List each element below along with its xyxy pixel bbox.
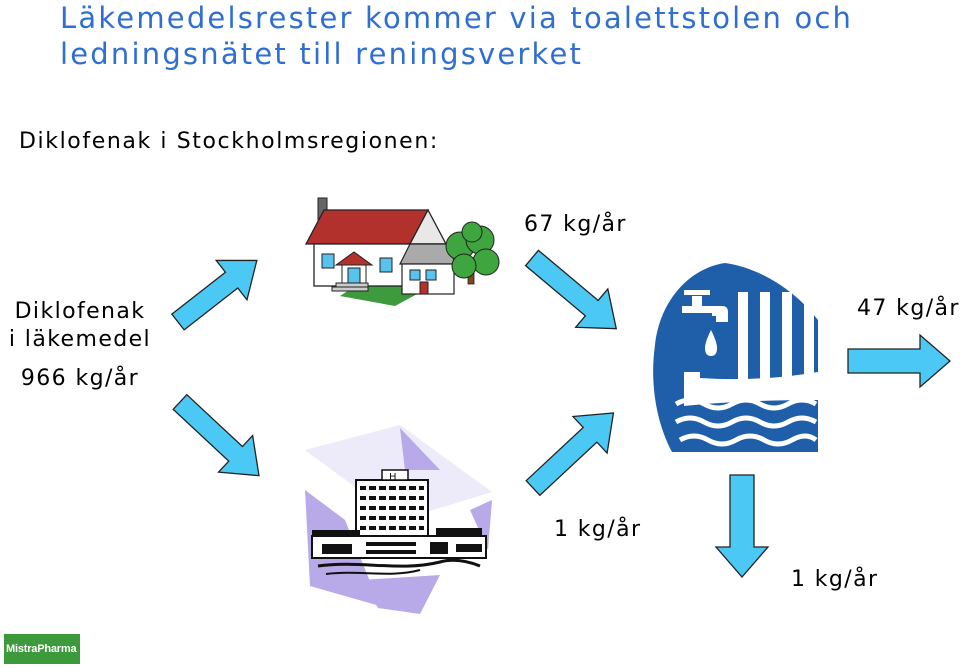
source-label-line-1: Diklofenak [14, 299, 146, 324]
svg-text:H: H [389, 472, 397, 483]
flow-label-sludge: 1 kg/år [791, 567, 879, 592]
house-icon [304, 197, 500, 306]
arrow-source-to-households [170, 259, 258, 331]
source-amount: 966 kg/år [20, 366, 140, 391]
flow-label-water: 47 kg/år [857, 296, 960, 321]
page-title: Läkemedelsrester kommer via toalettstole… [60, 0, 853, 72]
arrow-households-to-plant [524, 249, 618, 330]
arrow-plant-to-sludge [714, 474, 770, 578]
source-label: Diklofenak i läkemedel 966 kg/år [0, 298, 160, 393]
logo-part-1: Mistra [6, 643, 38, 655]
title-line-1: Läkemedelsrester kommer via toalettstole… [60, 1, 854, 35]
logo-part-2: Pharma [37, 643, 77, 655]
arrow-source-to-hospital [172, 393, 260, 477]
flow-label-hospital: 1 kg/år [554, 517, 642, 542]
flow-label-households: 67 kg/år [524, 212, 627, 237]
subtitle: Diklofenak i Stockholmsregionen: [19, 129, 439, 154]
arrow-hospital-to-plant [525, 412, 615, 497]
mistrapharma-logo: MistraPharma [4, 634, 80, 664]
arrow-plant-to-water [847, 333, 951, 389]
source-label-line-2: i läkemedel [8, 327, 152, 352]
hospital-icon: H [305, 425, 492, 614]
title-line-2: ledningsnätet till reningsverket [60, 37, 584, 71]
treatment-plant-icon [653, 263, 818, 452]
